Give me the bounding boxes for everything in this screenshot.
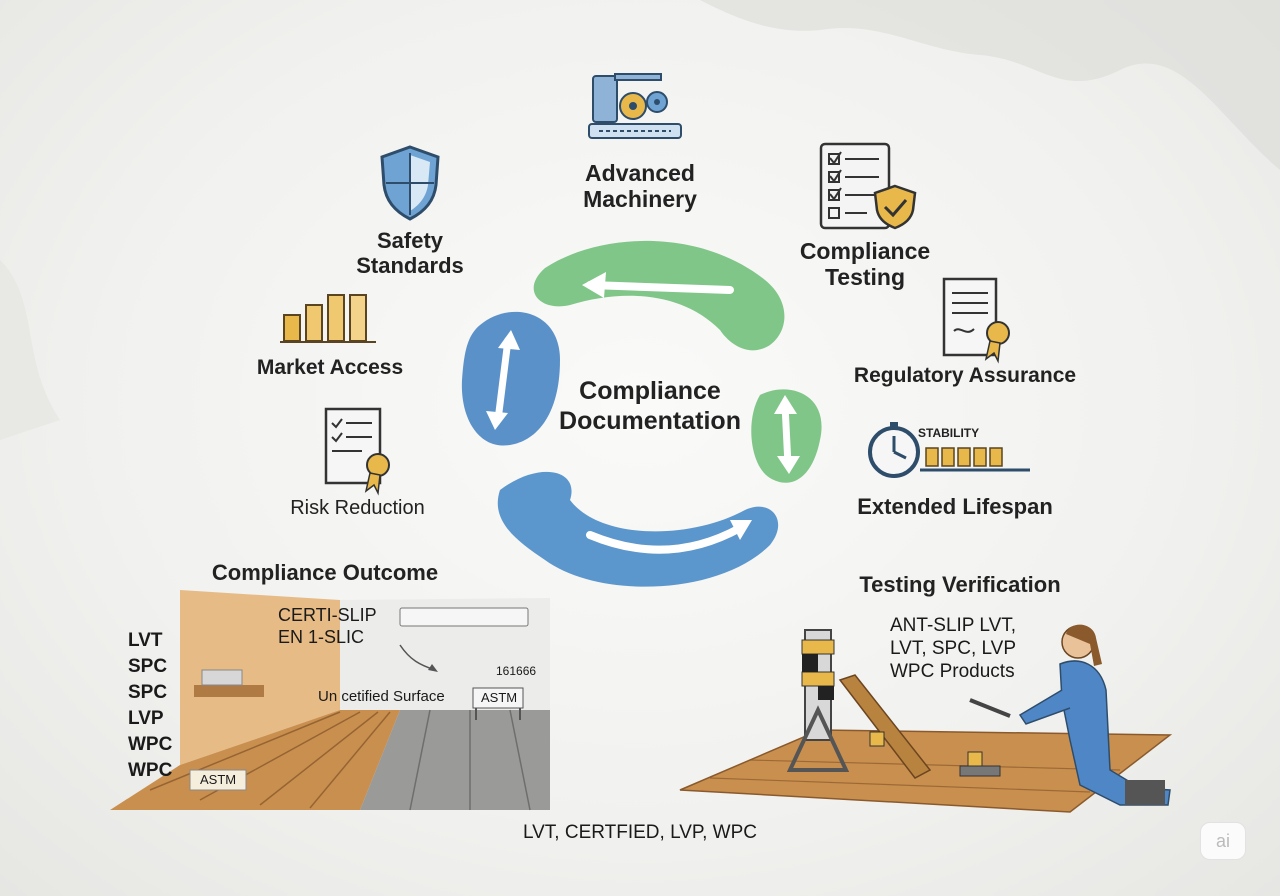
certi-slip-line2: EN 1-SLIC xyxy=(278,627,365,647)
code-label: 161666 xyxy=(496,664,537,678)
product-item: LVT xyxy=(128,630,163,651)
checklist-shield-icon xyxy=(819,142,917,230)
center-title-line2: Documentation xyxy=(559,407,741,435)
checklist-award-icon xyxy=(324,407,390,496)
verification-text: ANT-SLIP LVT, LVT, SPC, LVP WPC Products xyxy=(890,614,1016,683)
node-risk-reduction: Risk Reduction xyxy=(290,497,425,519)
machinery-gears-icon xyxy=(588,73,682,139)
verification-title: Testing Verification xyxy=(859,572,1061,597)
certi-slip-line1: CERTI-SLIP xyxy=(278,605,377,625)
product-item: SPC xyxy=(128,656,168,677)
node-advanced-machinery: Advanced Machinery xyxy=(560,160,720,213)
outcome-title: Compliance Outcome xyxy=(211,560,439,585)
node-safety-standards: Safety Standards xyxy=(340,228,480,279)
certificate-document-icon xyxy=(942,277,1010,364)
node-regulatory-assurance: Regulatory Assurance xyxy=(853,364,1077,387)
product-item: WPC xyxy=(128,734,173,755)
safety-standards-line1: Safety xyxy=(376,228,444,253)
stopwatch-icon xyxy=(868,422,1030,478)
center-title-line1: Compliance xyxy=(579,377,721,405)
certi-slip-sign: CERTI-SLIP EN 1-SLIC xyxy=(278,604,377,648)
product-item: WPC xyxy=(128,760,173,781)
cycle-arrow-top xyxy=(533,240,785,351)
compliance-testing-line1: Compliance xyxy=(799,238,931,264)
node-market-access: Market Access xyxy=(256,356,404,379)
advanced-machinery-line2: Machinery xyxy=(583,186,697,213)
shield-icon xyxy=(380,145,440,221)
cycle-arrow-left xyxy=(461,311,560,446)
verification-line3: WPC Products xyxy=(890,661,1015,682)
node-compliance-testing: Compliance Testing xyxy=(780,238,950,291)
node-extended-lifespan: Extended Lifespan xyxy=(857,494,1053,519)
product-item: LVP xyxy=(128,708,164,729)
center-title: Compliance Documentation xyxy=(540,376,760,436)
bar-chart-icon xyxy=(280,294,376,343)
stability-gauge-label: STABILITY xyxy=(918,426,980,440)
astm-left-label: ASTM xyxy=(200,772,237,787)
outcome-product-list: LVT SPC SPC LVP WPC WPC xyxy=(128,628,172,784)
verification-line1: ANT-SLIP LVT, xyxy=(890,615,1017,636)
compliance-testing-line2: Testing xyxy=(824,264,906,291)
watermark-badge: ai xyxy=(1200,822,1246,860)
cycle-arrow-bottom xyxy=(497,471,779,587)
advanced-machinery-line1: Advanced xyxy=(585,160,695,186)
surface-label: Un cetified Surface xyxy=(318,688,445,705)
testing-illustration xyxy=(679,624,1173,813)
product-item: SPC xyxy=(128,682,168,703)
astm-right-label: ASTM xyxy=(481,690,518,705)
safety-standards-line2: Standards xyxy=(356,253,464,279)
verification-line2: LVT, SPC, LVP xyxy=(890,638,1017,659)
outcome-room-illustration xyxy=(110,590,550,811)
footer-caption: LVT, CERTFIED, LVP, WPC xyxy=(522,822,758,843)
